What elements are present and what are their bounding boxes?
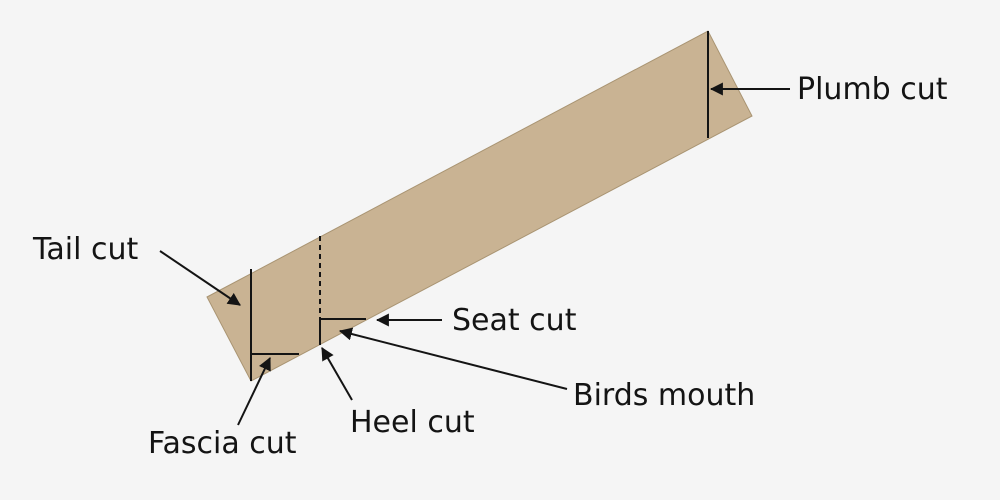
birds-mouth-label: Birds mouth bbox=[573, 378, 755, 413]
heel-cut-label: Heel cut bbox=[350, 405, 475, 440]
tail-cut-arrow bbox=[159, 250, 241, 306]
seat-cut-label: Seat cut bbox=[452, 303, 577, 338]
plumb-cut-label: Plumb cut bbox=[797, 72, 948, 107]
birds-mouth-arrow bbox=[338, 327, 568, 390]
fascia-cut-label: Fascia cut bbox=[148, 426, 297, 461]
fascia-cut-arrow bbox=[237, 357, 271, 426]
heel-cut-arrow bbox=[321, 347, 353, 401]
tail-cut-label: Tail cut bbox=[32, 232, 138, 267]
rafter-board bbox=[206, 30, 753, 382]
